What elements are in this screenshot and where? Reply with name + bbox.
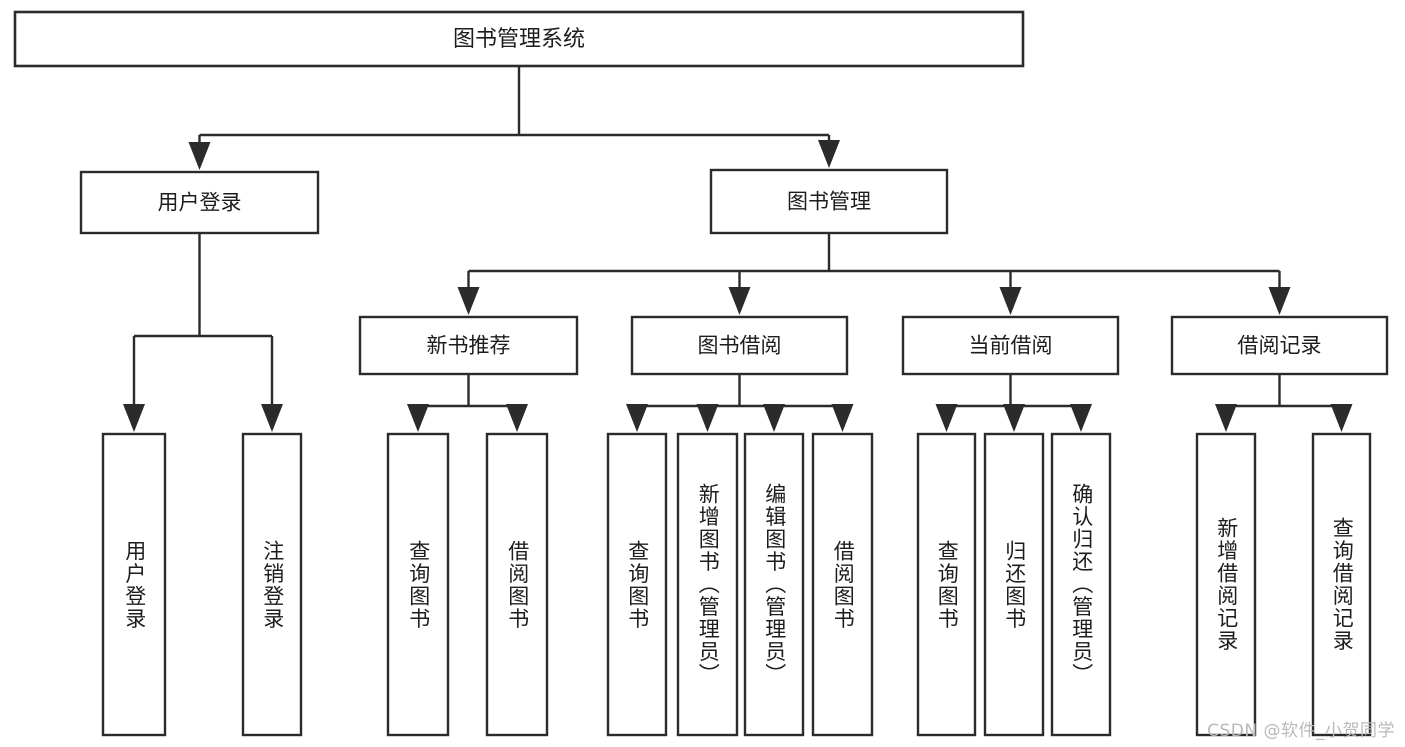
node-box-layer <box>13 10 1389 737</box>
arrow-head-icon <box>1003 404 1025 432</box>
node-box[interactable] <box>1050 432 1112 737</box>
node-box[interactable] <box>241 432 303 737</box>
node-box[interactable] <box>485 432 549 737</box>
node-label: 图书管理系统 <box>453 27 585 52</box>
node-box[interactable] <box>1195 432 1257 737</box>
node-label: 用户登录 <box>158 191 242 215</box>
arrow-head-icon <box>1330 404 1353 432</box>
arrow-head-icon <box>261 404 283 432</box>
node-box[interactable] <box>983 432 1045 737</box>
node-box[interactable] <box>811 432 874 737</box>
arrow-head-icon <box>506 404 528 432</box>
arrow-head-icon <box>1268 287 1291 315</box>
node-box[interactable] <box>606 432 668 737</box>
arrow-head-icon <box>728 287 751 315</box>
node-box[interactable] <box>916 432 977 737</box>
node-box[interactable] <box>1170 315 1389 376</box>
node-box[interactable] <box>676 432 739 737</box>
arrow-head-icon <box>188 142 211 170</box>
arrow-head-icon <box>457 287 480 315</box>
arrow-head-icon <box>831 404 854 432</box>
connector-layer <box>123 66 1353 432</box>
arrow-head-icon <box>696 404 719 432</box>
node-box[interactable] <box>630 315 849 376</box>
node-box[interactable] <box>1311 432 1372 737</box>
arrow-head-icon <box>1215 404 1237 432</box>
arrow-head-icon <box>935 404 958 432</box>
arrow-head-icon <box>123 404 145 432</box>
arrow-head-icon <box>999 287 1022 315</box>
node-box[interactable] <box>743 432 805 737</box>
node-box[interactable] <box>386 432 450 737</box>
node-box[interactable] <box>13 10 1025 68</box>
node-box[interactable] <box>101 432 167 737</box>
node-label: 借阅记录 <box>1238 334 1322 358</box>
node-box[interactable] <box>709 168 949 235</box>
node-label: 图书借阅 <box>698 334 782 358</box>
arrow-head-icon <box>1070 404 1092 432</box>
arrow-head-icon <box>763 404 785 432</box>
node-label: 当前借阅 <box>969 334 1053 358</box>
node-label: 新书推荐 <box>427 334 511 358</box>
arrow-head-icon <box>818 140 840 168</box>
csdn-watermark: CSDN @软件_小贺同学 <box>1207 721 1395 741</box>
node-box[interactable] <box>358 315 579 376</box>
node-box[interactable] <box>901 315 1120 376</box>
node-box[interactable] <box>79 170 320 235</box>
arrow-head-icon <box>407 404 429 432</box>
arrow-head-icon <box>626 404 648 432</box>
node-label: 图书管理 <box>787 190 871 214</box>
